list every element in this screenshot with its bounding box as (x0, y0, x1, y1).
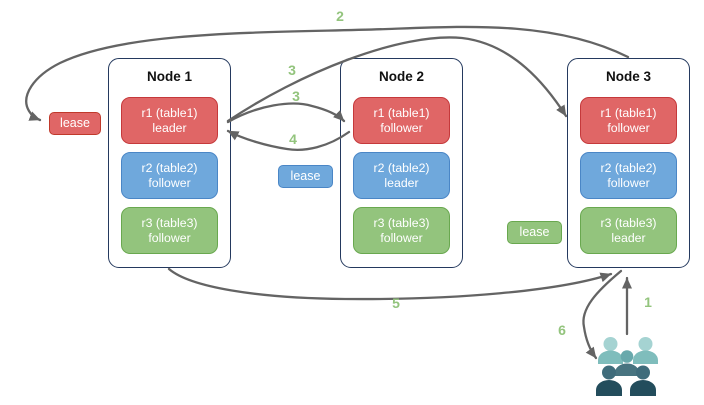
replica-role: follower (607, 120, 650, 135)
replica-role: follower (607, 175, 650, 190)
node-3-box: Node 3 r1 (table1) follower r2 (table2) … (567, 58, 690, 268)
lease-badge-red: lease (49, 112, 101, 135)
replica-role: leader (611, 230, 646, 245)
node-title: Node 1 (146, 69, 192, 84)
replica-name: r1 (table1) (141, 105, 198, 120)
replica-r2-node1: r2 (table2) follower (121, 152, 218, 199)
replica-name: r3 (table3) (600, 215, 657, 230)
replica-name: r1 (table1) (373, 105, 430, 120)
step-label-6: 6 (558, 322, 566, 338)
replica-r1-node1: r1 (table1) leader (121, 97, 218, 144)
user-group-icon (596, 337, 658, 396)
replica-r1-node2: r1 (table1) follower (353, 97, 450, 144)
lease-badge-green: lease (507, 221, 562, 244)
replica-role: follower (148, 230, 191, 245)
replica-role: follower (380, 230, 423, 245)
replica-r3-node3: r3 (table3) leader (580, 207, 677, 254)
replica-name: r2 (table2) (600, 160, 657, 175)
arrow-step-3-to-node2 (226, 102, 346, 124)
node-1-box: Node 1 r1 (table1) leader r2 (table2) fo… (108, 58, 231, 268)
node-title: Node 3 (605, 69, 651, 84)
replica-r2-node3: r2 (table2) follower (580, 152, 677, 199)
replica-role: leader (152, 120, 187, 135)
step-label-2: 2 (336, 8, 344, 24)
replica-role: leader (384, 175, 419, 190)
step-label-3a: 3 (288, 62, 296, 78)
replica-role: follower (380, 120, 423, 135)
arrow-step-6 (582, 269, 623, 360)
step-label-1: 1 (644, 294, 652, 310)
replica-name: r2 (table2) (141, 160, 198, 175)
replica-name: r2 (table2) (373, 160, 430, 175)
replica-r2-node2: r2 (table2) leader (353, 152, 450, 199)
replica-role: follower (148, 175, 191, 190)
replica-name: r3 (table3) (141, 215, 198, 230)
step-label-4: 4 (289, 131, 297, 147)
replica-r1-node3: r1 (table1) follower (580, 97, 677, 144)
node-2-box: Node 2 r1 (table1) follower r2 (table2) … (340, 58, 463, 268)
node-title: Node 2 (378, 69, 424, 84)
replica-name: r1 (table1) (600, 105, 657, 120)
replica-r3-node2: r3 (table3) follower (353, 207, 450, 254)
replica-r3-node1: r3 (table3) follower (121, 207, 218, 254)
step-label-5: 5 (392, 295, 400, 311)
replica-name: r3 (table3) (373, 215, 430, 230)
lease-badge-blue: lease (278, 165, 333, 188)
step-label-3b: 3 (292, 88, 300, 104)
